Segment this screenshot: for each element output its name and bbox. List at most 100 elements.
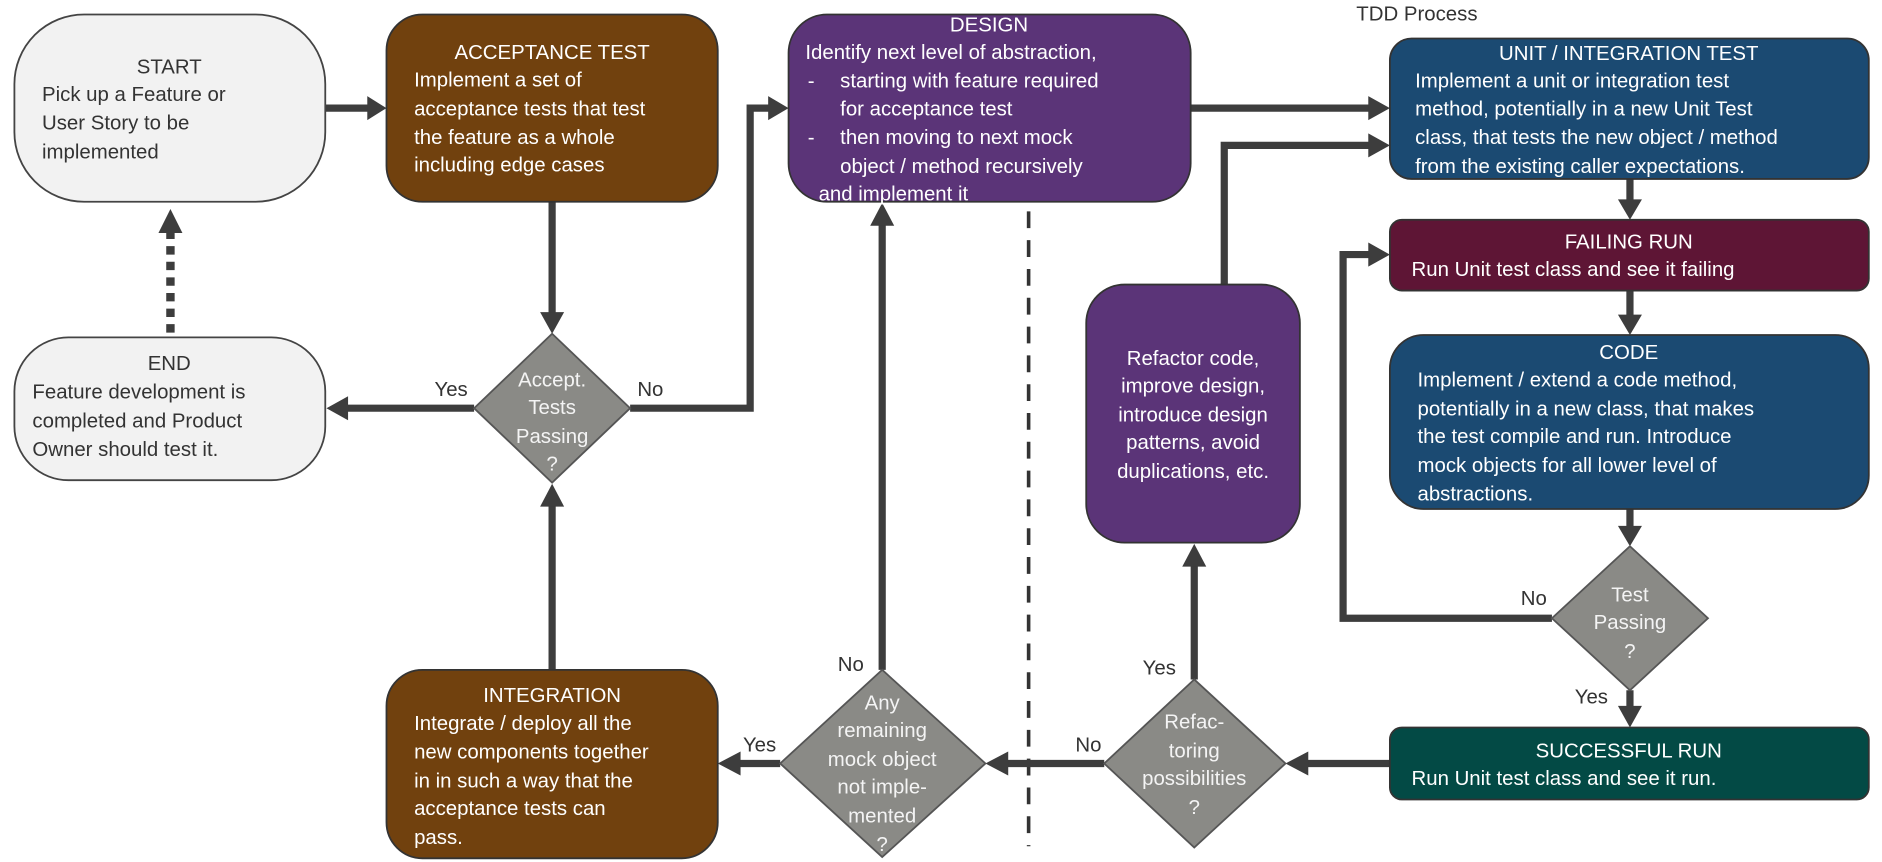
- arrow-integration-to-accept: [540, 483, 565, 670]
- acceptance-title: ACCEPTANCE TEST: [454, 42, 649, 64]
- successful-line: Run Unit test class and see it run.: [1412, 768, 1717, 790]
- integration-title: INTEGRATION: [483, 685, 621, 707]
- code-line: the test compile and run. Introduce: [1418, 426, 1732, 448]
- test-passing-yes-label: Yes: [1575, 686, 1608, 708]
- code-line: abstractions.: [1418, 484, 1534, 506]
- unit-line: class, that tests the new object / metho…: [1415, 127, 1778, 149]
- acceptance-line: the feature as a whole: [414, 127, 615, 149]
- remaining-no-label: No: [838, 654, 864, 676]
- decision-text: Accept.: [518, 370, 586, 392]
- integration-line: new components together: [414, 742, 649, 764]
- arrow-acceptance-to-decision: [540, 201, 565, 334]
- arrow-unit-to-failing: [1617, 178, 1642, 220]
- arrow-refactoring-no-to-remaining: [985, 751, 1105, 776]
- node-design: DESIGN Identify next level of abstractio…: [787, 13, 1192, 206]
- start-line: User Story to be: [42, 113, 189, 135]
- decision-text: Passing: [1594, 612, 1667, 634]
- decision-text: ?: [877, 834, 888, 856]
- acceptance-line: Implement a set of: [414, 70, 582, 92]
- design-bullet: -: [808, 71, 815, 93]
- start-line: Pick up a Feature or: [42, 84, 226, 106]
- node-start: START Pick up a Feature or User Story to…: [13, 13, 327, 203]
- decision-accept-tests-passing: Accept. Tests Passing ?: [472, 332, 632, 484]
- integration-line: Integrate / deploy all the: [414, 713, 632, 735]
- decision-text: not imple-: [837, 776, 927, 798]
- failing-line: Run Unit test class and see it failing: [1412, 259, 1735, 281]
- accept-no-label: No: [637, 379, 663, 401]
- test-passing-no-label: No: [1521, 588, 1547, 610]
- decision-text: Tests: [528, 397, 576, 419]
- node-unit-integration-test: UNIT / INTEGRATION TEST Implement a unit…: [1388, 37, 1870, 180]
- design-line: object / method recursively: [840, 156, 1083, 178]
- node-end: END Feature development is completed and…: [13, 336, 327, 482]
- design-line: for acceptance test: [840, 98, 1013, 120]
- decision-text: possibilities: [1142, 768, 1246, 790]
- refactor-line: improve design,: [1121, 376, 1265, 398]
- decision-text: mock object: [828, 749, 937, 771]
- arrow-refactoring-yes-to-refactor: [1182, 543, 1207, 680]
- decision-text: mented: [848, 805, 916, 827]
- failing-title: FAILING RUN: [1565, 232, 1693, 254]
- design-line: Identify next level of abstraction,: [805, 42, 1096, 64]
- arrow-remaining-no-to-design: [870, 202, 895, 670]
- node-refactor: Refactor code, improve design, introduce…: [1085, 283, 1301, 544]
- end-title: END: [148, 353, 191, 375]
- decision-text: toring: [1169, 740, 1220, 762]
- decision-text: Passing: [516, 426, 589, 448]
- node-successful-run: SUCCESSFUL RUN Run Unit test class and s…: [1388, 726, 1870, 801]
- node-failing-run: FAILING RUN Run Unit test class and see …: [1388, 218, 1870, 292]
- arrow-refactor-to-unit: [1220, 133, 1390, 285]
- arrow-test-yes-to-successful: [1617, 690, 1642, 728]
- acceptance-line: acceptance tests that test: [414, 98, 646, 120]
- node-code: CODE Implement / extend a code method, p…: [1388, 334, 1870, 510]
- decision-text: ?: [1624, 641, 1635, 663]
- code-line: potentially in a new class, that makes: [1418, 398, 1755, 420]
- decision-refactoring-possibilities: Refac- toring possibilities ?: [1102, 678, 1287, 849]
- code-line: Implement / extend a code method,: [1418, 370, 1738, 392]
- refactor-line: introduce design: [1118, 404, 1268, 426]
- design-line: starting with feature required: [840, 71, 1098, 93]
- decision-remaining-mock-objects: Any remaining mock object not imple- men…: [778, 668, 987, 859]
- arrow-accept-no-to-design: [630, 96, 789, 412]
- design-title: DESIGN: [950, 14, 1028, 36]
- decision-text: remaining: [837, 720, 927, 742]
- decision-text: Any: [865, 692, 901, 714]
- unit-line: Implement a unit or integration test: [1415, 71, 1729, 93]
- start-line: implemented: [42, 142, 159, 164]
- end-line: Feature development is: [32, 382, 245, 404]
- node-integration: INTEGRATION Integrate / deploy all the n…: [385, 668, 719, 860]
- node-acceptance-test: ACCEPTANCE TEST Implement a set of accep…: [385, 13, 719, 203]
- arrow-start-to-acceptance: [325, 96, 387, 121]
- remaining-yes-label: Yes: [743, 734, 776, 756]
- arrow-remaining-yes-to-integration: [717, 751, 781, 776]
- arrow-failing-to-code: [1617, 290, 1642, 335]
- decision-text: ?: [546, 454, 557, 476]
- refactor-line: patterns, avoid: [1126, 432, 1260, 454]
- arrow-code-to-test-passing: [1617, 509, 1642, 547]
- unit-title: UNIT / INTEGRATION TEST: [1499, 43, 1758, 65]
- arrow-design-to-unit: [1190, 96, 1390, 121]
- decision-text: ?: [1189, 797, 1200, 819]
- decision-test-passing: Test Passing ?: [1550, 544, 1710, 692]
- start-title: START: [137, 56, 202, 78]
- refactor-line: Refactor code,: [1127, 348, 1260, 370]
- integration-line: acceptance tests can: [414, 798, 606, 820]
- accept-yes-label: Yes: [434, 379, 467, 401]
- unit-line: from the existing caller expectations.: [1415, 156, 1745, 178]
- integration-line: in in such a way that the: [414, 770, 633, 792]
- design-bullet: -: [808, 127, 815, 149]
- end-line: Owner should test it.: [32, 439, 218, 461]
- refactoring-yes-label: Yes: [1143, 658, 1176, 680]
- arrow-successful-to-refactoring: [1285, 751, 1390, 776]
- decision-text: Refac-: [1164, 712, 1224, 734]
- diagram-title: TDD Process: [1356, 4, 1477, 26]
- design-line: and implement it: [819, 184, 969, 206]
- successful-title: SUCCESSFUL RUN: [1536, 740, 1722, 762]
- code-title: CODE: [1599, 342, 1658, 364]
- end-line: completed and Product: [32, 410, 242, 432]
- design-line: then moving to next mock: [840, 127, 1073, 149]
- decision-text: Test: [1611, 584, 1649, 606]
- refactoring-no-label: No: [1075, 734, 1101, 756]
- unit-line: method, potentially in a new Unit Test: [1415, 98, 1753, 120]
- arrow-test-no-to-failing: [1339, 242, 1552, 622]
